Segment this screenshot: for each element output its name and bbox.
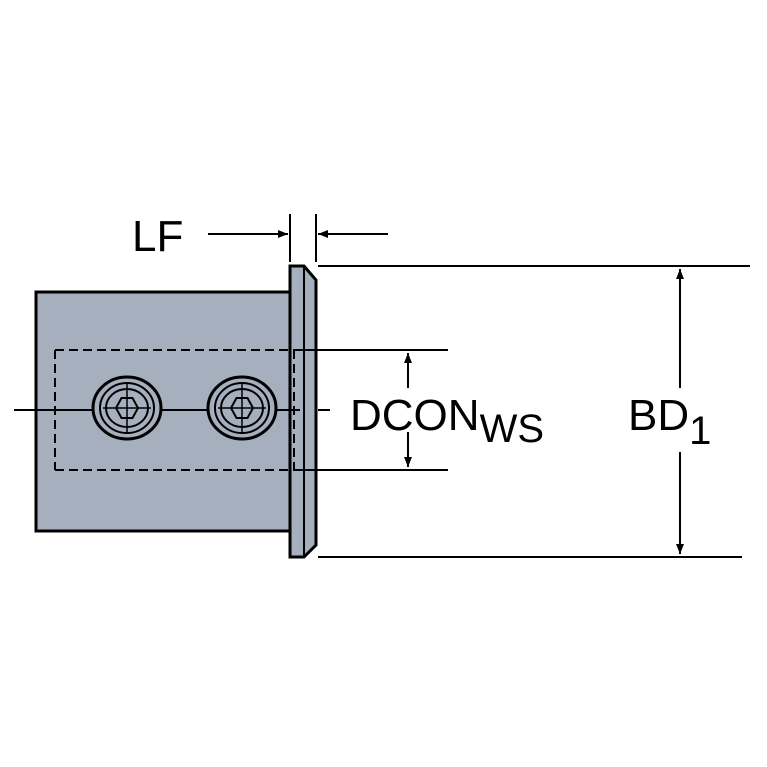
dcon-label: DCONWS bbox=[350, 391, 544, 451]
dcon-label-main: DCON bbox=[350, 391, 480, 440]
hex-socket-screw-icon bbox=[91, 375, 163, 441]
lf-dimension bbox=[208, 214, 388, 262]
dcon-dimension bbox=[300, 349, 448, 471]
bd1-label: BD1 bbox=[628, 391, 711, 453]
bd1-dimension bbox=[318, 265, 750, 558]
bd1-label-subscript: 1 bbox=[689, 409, 711, 453]
flange bbox=[288, 264, 318, 559]
dcon-label-subscript: WS bbox=[480, 407, 544, 451]
lf-label: LF bbox=[132, 212, 183, 261]
bd1-label-main: BD bbox=[628, 391, 689, 440]
hex-socket-screw-icon bbox=[206, 375, 278, 441]
